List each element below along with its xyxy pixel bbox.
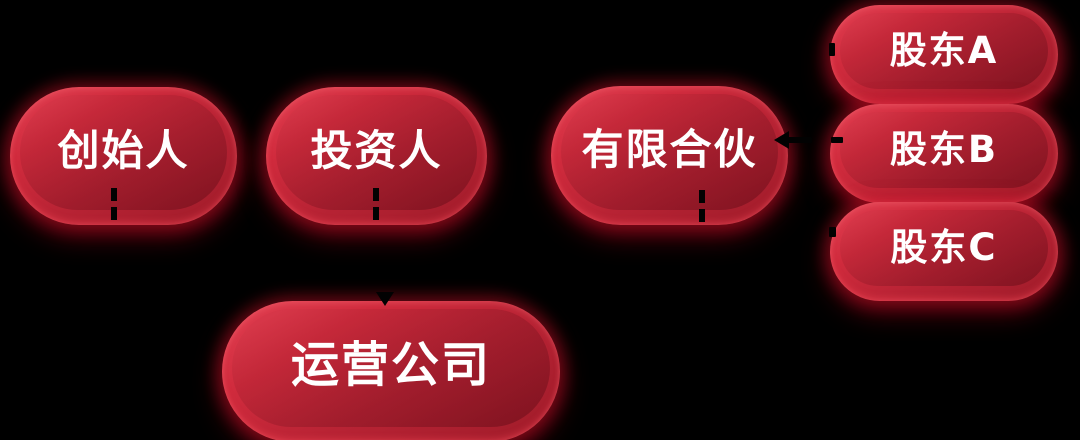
node-limited-partnership: 有限合伙	[551, 86, 788, 225]
dashed-connector-lp-to-opco	[699, 190, 705, 224]
arrowhead-left-into-lp	[774, 131, 789, 149]
node-investor: 投资人	[266, 87, 487, 225]
node-shareholder-b-label: 股东B	[889, 128, 999, 171]
dashed-stub-shareholder-b	[831, 137, 843, 143]
dashed-stub-shareholder-a	[829, 43, 835, 56]
node-shareholder-a: 股东A	[830, 5, 1058, 104]
dashed-connector-founder-to-opco	[111, 188, 117, 222]
dashed-connector-investor-to-opco	[373, 188, 379, 222]
node-shareholder-c-label: 股东C	[890, 226, 998, 269]
node-shareholder-a-label: 股东A	[889, 29, 999, 72]
node-shareholder-b: 股东B	[830, 104, 1058, 203]
node-operating-company: 运营公司	[222, 301, 560, 440]
node-investor-label: 投资人	[310, 125, 443, 175]
arrow-line-shareholder-b-to-lp	[788, 137, 812, 143]
arrowhead-down-into-opco	[376, 292, 394, 306]
node-operating-company-label: 运营公司	[290, 337, 491, 393]
dashed-stub-shareholder-c	[829, 227, 836, 237]
node-founder-label: 创始人	[57, 125, 190, 175]
node-shareholder-c: 股东C	[830, 202, 1058, 301]
node-founder: 创始人	[10, 87, 237, 225]
node-limited-partnership-label: 有限合伙	[581, 125, 758, 174]
